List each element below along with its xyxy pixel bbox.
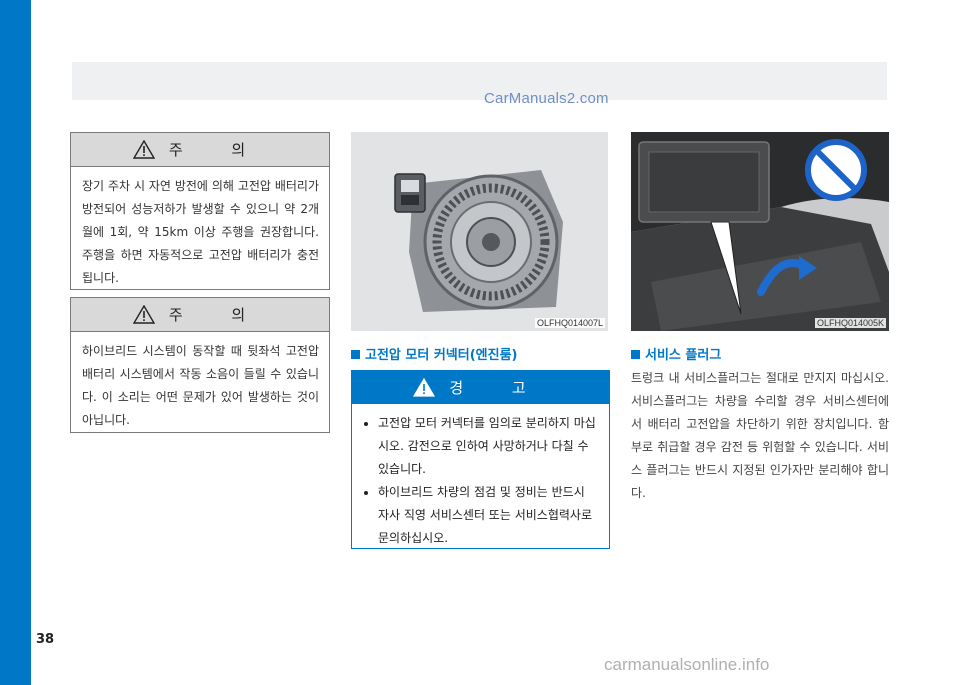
- warning-title: 경 고: [449, 379, 548, 397]
- service-plug-description: 트렁크 내 서비스플러그는 절대로 만지지 마십시오. 서비스플러그는 차량을 …: [631, 371, 889, 500]
- section-bullet-square-icon: [351, 350, 360, 359]
- side-tab-bar: [0, 0, 31, 685]
- caution-title: 주 의: [168, 141, 268, 159]
- section-heading-label: 고전압 모터 커넥터(엔진룸): [365, 348, 518, 363]
- warning-triangle-icon: [132, 305, 155, 324]
- header-bar: [72, 62, 887, 100]
- warning-box: 경 고 고전압 모터 커넥터를 임의로 분리하지 마십시오. 감전으로 인하여 …: [351, 370, 610, 549]
- caution-box-2: 주 의 하이브리드 시스템이 동작할 때 뒷좌석 고전압 배터리 시스템에서 작…: [70, 297, 330, 433]
- warning-list: 고전압 모터 커넥터를 임의로 분리하지 마십시오. 감전으로 인하여 사망하거…: [352, 404, 609, 550]
- figure-caption: OLFHQ014007L: [534, 318, 605, 328]
- warning-triangle-icon: [413, 378, 436, 397]
- warning-triangle-icon: [132, 140, 155, 159]
- trunk-illustration: [631, 132, 889, 331]
- caution-box-1: 주 의 장기 주차 시 자연 방전에 의해 고전압 배터리가 방전되어 성능저하…: [70, 132, 330, 290]
- section-bullet-square-icon: [631, 350, 640, 359]
- caution-header: 주 의: [71, 298, 329, 332]
- section-heading-label: 서비스 플러그: [645, 348, 722, 363]
- caution-text: 하이브리드 시스템이 동작할 때 뒷좌석 고전압 배터리 시스템에서 작동 소음…: [82, 344, 319, 427]
- warning-item: 하이브리드 차량의 점검 및 정비는 반드시 자사 직영 서비스센터 또는 서비…: [378, 481, 599, 550]
- motor-connector-figure: OLFHQ014007L: [351, 132, 608, 331]
- page-number: 38: [36, 632, 55, 647]
- warning-item: 고전압 모터 커넥터를 임의로 분리하지 마십시오. 감전으로 인하여 사망하거…: [378, 412, 599, 481]
- watermark-bottom[interactable]: carmanualsonline.info: [604, 655, 770, 674]
- section-heading-motor-connector: 고전압 모터 커넥터(엔진룸): [351, 344, 518, 363]
- caution-text: 장기 주차 시 자연 방전에 의해 고전압 배터리가 방전되어 성능저하가 발생…: [82, 179, 319, 285]
- figure-caption: OLFHQ014005K: [814, 318, 886, 328]
- caution-header: 주 의: [71, 133, 329, 167]
- section-heading-service-plug: 서비스 플러그: [631, 344, 721, 363]
- warning-header: 경 고: [352, 371, 609, 404]
- caution-title: 주 의: [168, 306, 268, 324]
- motor-illustration: [351, 132, 608, 331]
- watermark-top[interactable]: CarManuals2.com: [484, 90, 609, 107]
- service-plug-figure: OLFHQ014005K: [631, 132, 889, 331]
